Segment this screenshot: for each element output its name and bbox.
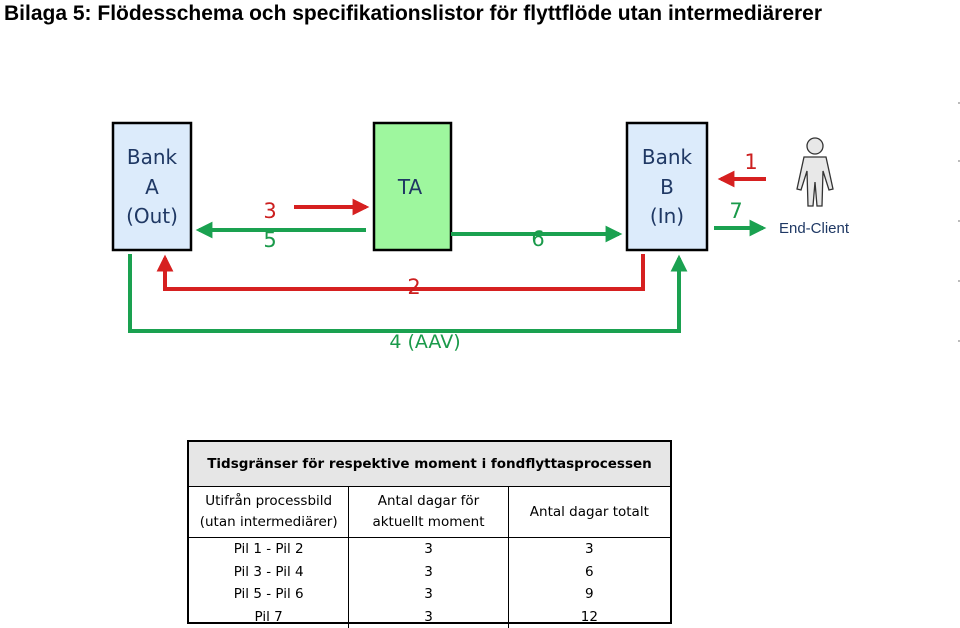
row-total: 9 bbox=[509, 583, 670, 606]
arrow-1-label: 1 bbox=[744, 150, 757, 174]
row-days: 3 bbox=[349, 583, 508, 606]
header-col-days-line2: aktuellt moment bbox=[372, 514, 484, 530]
header-col-days-line1: Antal dagar för bbox=[378, 493, 480, 509]
spec-table: Tidsgränser för respektive moment i fond… bbox=[187, 440, 672, 624]
edge-decoration bbox=[956, 100, 960, 400]
arrow-4-label: 4 (AAV) bbox=[389, 331, 460, 353]
header-col-total: Antal dagar totalt bbox=[509, 487, 670, 537]
row-total: 6 bbox=[509, 561, 670, 584]
arrow-2 bbox=[165, 254, 643, 289]
row-total: 3 bbox=[509, 538, 670, 561]
bank-a-label-1: Bank bbox=[127, 145, 178, 169]
header-col-step-line1: Utifrån processbild bbox=[205, 493, 332, 509]
table-row: Pil 7 3 12 bbox=[189, 606, 670, 628]
arrow-2-label: 2 bbox=[407, 275, 420, 299]
row-total: 12 bbox=[509, 606, 670, 628]
bank-a-label-2: A bbox=[145, 175, 159, 199]
row-days: 3 bbox=[349, 561, 508, 584]
arrow-5-label: 5 bbox=[263, 228, 276, 252]
row-days: 3 bbox=[349, 606, 508, 628]
person-icon bbox=[797, 138, 833, 206]
header-col-days: Antal dagar för aktuellt moment bbox=[349, 487, 508, 537]
spec-table-header: Utifrån processbild (utan intermediärer)… bbox=[189, 487, 670, 538]
header-col-step: Utifrån processbild (utan intermediärer) bbox=[189, 487, 349, 537]
table-row: Pil 5 - Pil 6 3 9 bbox=[189, 583, 670, 606]
row-step: Pil 5 - Pil 6 bbox=[189, 583, 349, 606]
spec-table-title: Tidsgränser för respektive moment i fond… bbox=[189, 442, 670, 487]
bank-b-label-1: Bank bbox=[642, 145, 693, 169]
bank-b-label-3: (In) bbox=[650, 204, 684, 228]
flow-diagram: Bank A (Out) TA Bank B (In) 3 5 6 1 7 2 … bbox=[0, 0, 960, 440]
ta-label: TA bbox=[397, 175, 423, 199]
arrow-4 bbox=[130, 254, 679, 331]
arrow-6-label: 6 bbox=[531, 227, 544, 251]
table-row: Pil 3 - Pil 4 3 6 bbox=[189, 561, 670, 584]
end-client-label: End-Client bbox=[779, 220, 850, 237]
table-row: Pil 1 - Pil 2 3 3 bbox=[189, 538, 670, 561]
row-step: Pil 7 bbox=[189, 606, 349, 628]
bank-b-label-2: B bbox=[660, 175, 674, 199]
row-step: Pil 1 - Pil 2 bbox=[189, 538, 349, 561]
row-step: Pil 3 - Pil 4 bbox=[189, 561, 349, 584]
header-col-step-line2: (utan intermediärer) bbox=[200, 514, 338, 530]
bank-a-label-3: (Out) bbox=[126, 204, 178, 228]
arrow-3-label: 3 bbox=[263, 199, 276, 223]
row-days: 3 bbox=[349, 538, 508, 561]
arrow-7-label: 7 bbox=[729, 199, 742, 223]
